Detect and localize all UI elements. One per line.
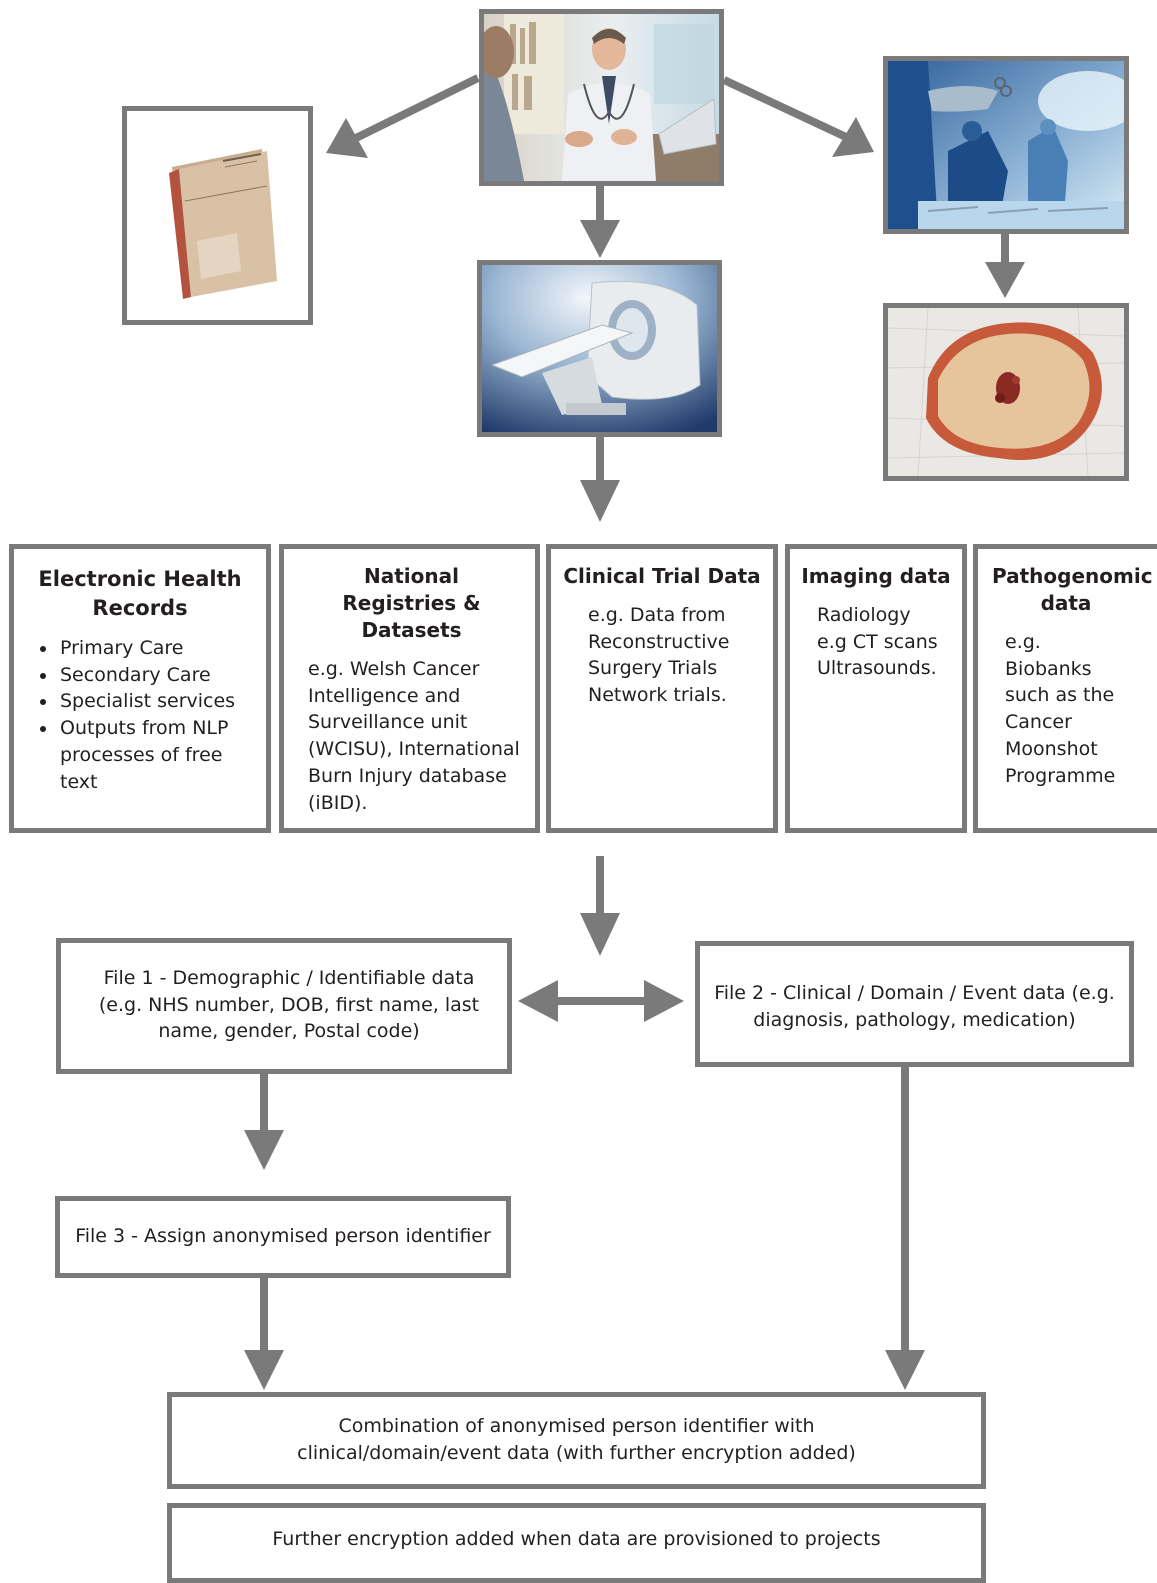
- source-description: Radiology e.g CT scans Ultrasounds.: [817, 604, 938, 680]
- source-title: National Registries & Datasets: [342, 564, 481, 642]
- source-description: e.g. Biobanks such as the Cancer Moonsho…: [1005, 631, 1116, 787]
- arrowhead: [985, 262, 1025, 298]
- provisioning-box: Further encryption added when data are p…: [167, 1503, 986, 1583]
- source-box-pathogenomic-data: Pathogenomic data e.g. Biobanks such as …: [973, 544, 1157, 833]
- surgery-photo: [883, 56, 1129, 234]
- health-record-photo: [122, 106, 313, 325]
- file1-demographic-box: File 1 - Demographic / Identifiable data…: [56, 938, 512, 1074]
- source-box-imaging-data: Imaging data Radiology e.g CT scans Ultr…: [785, 544, 967, 833]
- list-item: Primary Care: [58, 635, 258, 662]
- source-title: Imaging data: [801, 564, 951, 588]
- source-box-national-registries: National Registries & Datasets e.g. Wels…: [279, 544, 540, 833]
- source-bullet-list: Primary Care Secondary Care Specialist s…: [14, 635, 266, 795]
- arrowhead: [580, 220, 620, 258]
- source-title: Electronic Health Records: [38, 567, 242, 620]
- arrowhead: [832, 117, 874, 157]
- operating-theatre-image: [888, 61, 1124, 229]
- file3-label: File 3 - Assign anonymised person identi…: [75, 1225, 491, 1247]
- source-description: e.g. Welsh Cancer Intelligence and Surve…: [308, 658, 520, 814]
- list-item: Outputs from NLP processes of free text: [58, 715, 258, 795]
- doctor-consultation-image: [484, 14, 719, 181]
- arrowhead: [244, 1350, 284, 1390]
- arrow-to-health-record: [354, 74, 480, 142]
- list-item: Specialist services: [58, 688, 258, 715]
- source-description: e.g. Data from Reconstructive Surgery Tr…: [588, 604, 730, 707]
- source-title: Clinical Trial Data: [563, 564, 761, 588]
- specimen-photo: [883, 303, 1129, 481]
- source-box-electronic-health-records: Electronic Health Records Primary Care S…: [9, 544, 271, 833]
- ct-scanner-image: [482, 265, 717, 432]
- source-box-clinical-trial-data: Clinical Trial Data e.g. Data from Recon…: [546, 544, 778, 833]
- confidential-folder-image: [127, 111, 308, 320]
- arrowhead: [580, 913, 620, 956]
- source-title: Pathogenomic data: [992, 564, 1153, 615]
- arrowhead: [244, 1130, 284, 1170]
- arrowhead: [326, 118, 368, 158]
- provisioning-label: Further encryption added when data are p…: [272, 1528, 881, 1550]
- file2-clinical-box: File 2 - Clinical / Domain / Event data …: [695, 941, 1134, 1067]
- tissue-specimen-image: [888, 308, 1124, 476]
- file1-label: File 1 - Demographic / Identifiable data…: [98, 967, 480, 1043]
- consultation-photo: [479, 9, 724, 186]
- arrowhead: [580, 480, 620, 522]
- list-item: Secondary Care: [58, 662, 258, 689]
- arrowhead: [644, 980, 684, 1022]
- arrow-to-surgery: [722, 76, 848, 141]
- arrowhead: [885, 1350, 925, 1390]
- file2-label: File 2 - Clinical / Domain / Event data …: [714, 982, 1115, 1031]
- combination-label: Combination of anonymised person identif…: [297, 1415, 856, 1464]
- ct-scanner-photo: [477, 260, 722, 437]
- arrowhead: [518, 980, 558, 1022]
- file3-anonymised-box: File 3 - Assign anonymised person identi…: [55, 1196, 511, 1278]
- combination-box: Combination of anonymised person identif…: [167, 1392, 986, 1489]
